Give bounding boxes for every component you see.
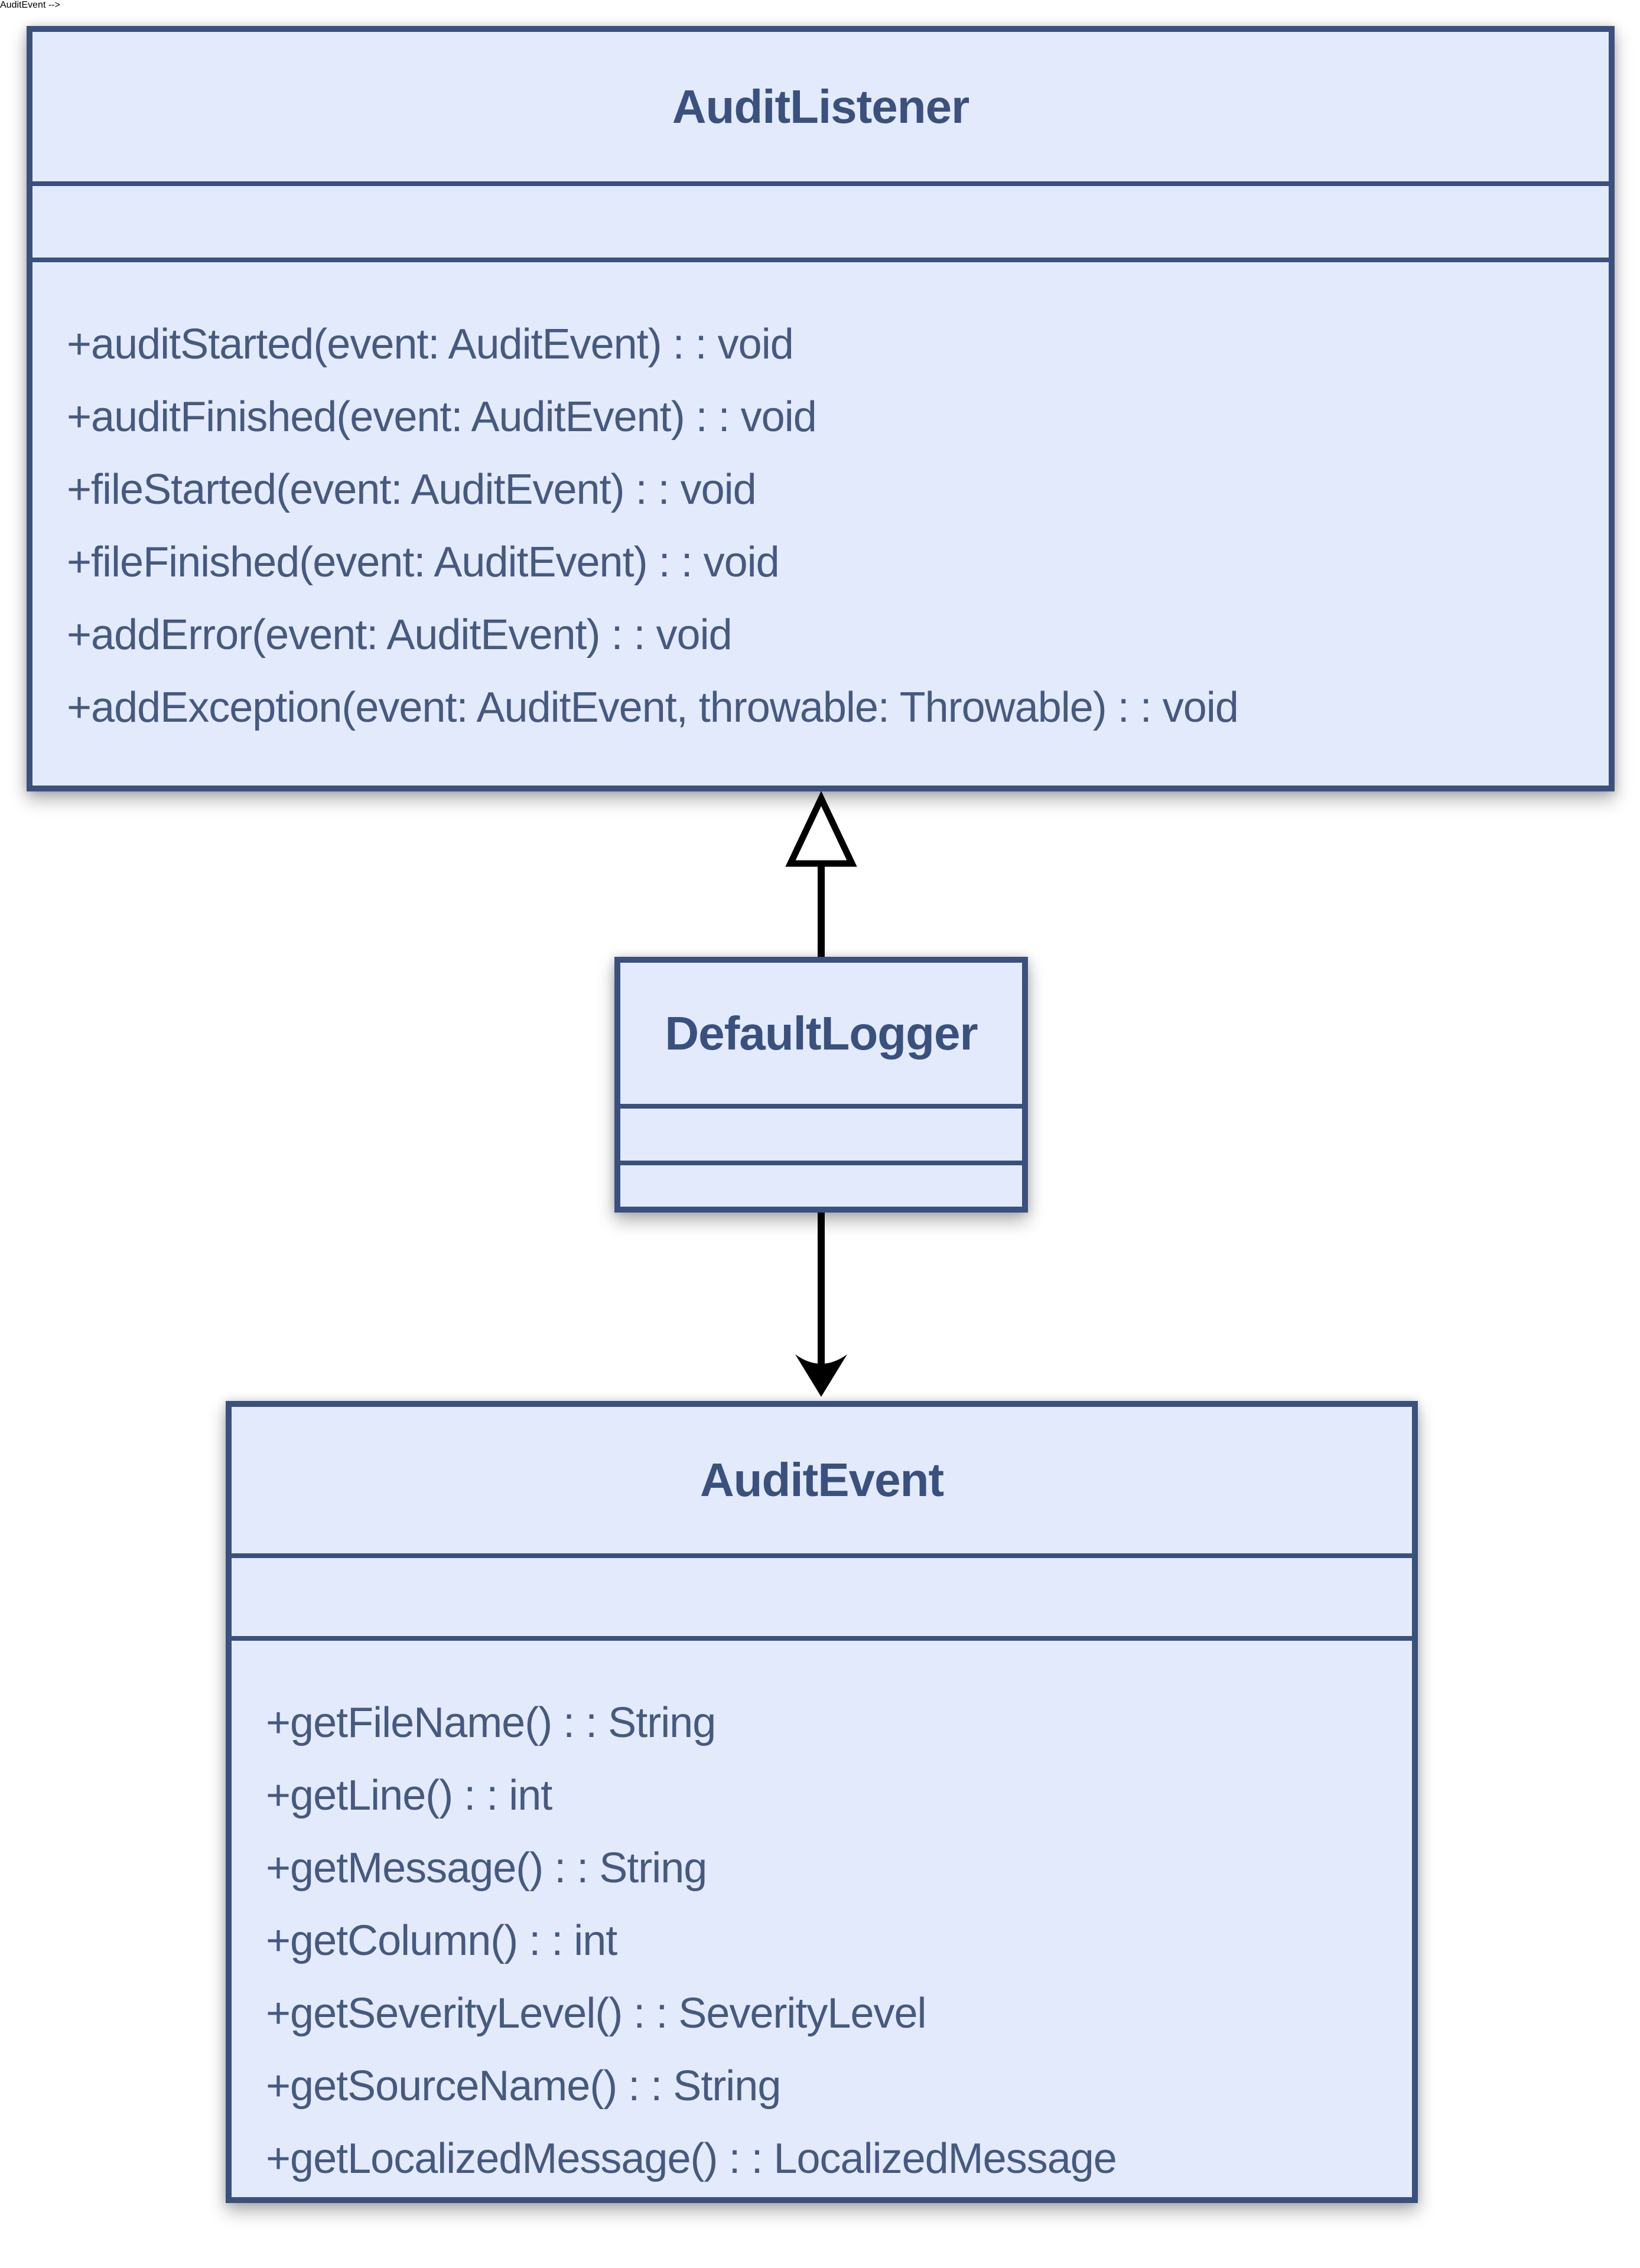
method-item: +getFileName() : : String (266, 1699, 716, 1746)
class-title-defaultlogger: DefaultLogger (620, 963, 1022, 1109)
class-box-defaultlogger: DefaultLogger (614, 957, 1028, 1213)
class-box-auditevent: AuditEvent +getFileName() : : String+get… (226, 1401, 1418, 2203)
class-title-auditevent: AuditEvent (232, 1407, 1412, 1558)
method-item: +addError(event: AuditEvent) : : void (67, 611, 733, 659)
hollow-triangle-arrowhead-icon (785, 791, 857, 867)
method-item: +fileStarted(event: AuditEvent) : : void (67, 466, 757, 513)
attributes-compartment-auditevent (232, 1558, 1412, 1641)
class-box-auditlistener: AuditListener +auditStarted(event: Audit… (27, 26, 1615, 791)
open-vee-arrowhead-icon (795, 1354, 847, 1397)
method-item: +fileFinished(event: AuditEvent) : : voi… (67, 539, 780, 586)
method-item: +auditFinished(event: AuditEvent) : : vo… (67, 393, 817, 441)
methods-compartment-auditlistener: +auditStarted(event: AuditEvent) : : voi… (32, 262, 1609, 786)
methods-compartment-auditevent: +getFileName() : : String +getLine() : : … (232, 1641, 1412, 2197)
realization-arrow (785, 791, 857, 957)
method-item: +auditStarted(event: AuditEvent) : : voi… (67, 321, 794, 368)
class-title-auditlistener: AuditListener (32, 32, 1609, 186)
method-item: +getLocalizedMessage() : : LocalizedMess… (266, 2135, 1117, 2182)
method-item: +getSeverityLevel() : : SeverityLevel (266, 1990, 927, 2037)
method-item: +getLine() : : int (266, 1772, 552, 1819)
attributes-compartment-auditlistener (32, 186, 1609, 262)
method-item: +getColumn() : : int (266, 1917, 617, 1964)
method-item: +addException(event: AuditEvent, throwab… (67, 684, 1239, 731)
method-item: +getMessage() : : String (266, 1845, 707, 1892)
association-arrow (795, 1213, 847, 1397)
attributes-compartment-defaultlogger (620, 1109, 1022, 1165)
method-item: +getSourceName() : : String (266, 2062, 781, 2110)
methods-compartment-defaultlogger (620, 1165, 1022, 1211)
